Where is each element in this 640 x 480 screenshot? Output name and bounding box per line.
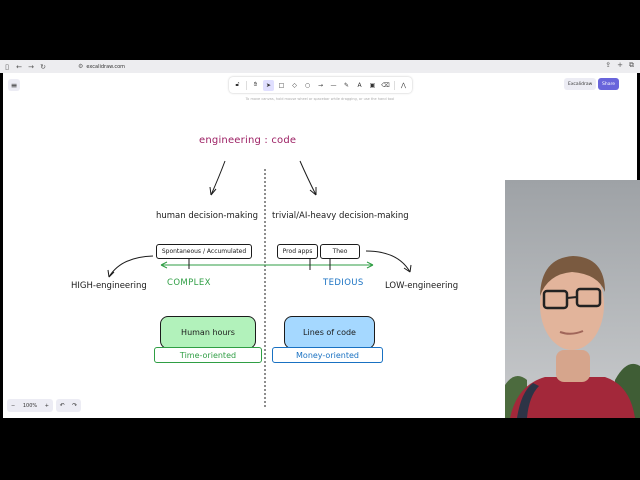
image-icon[interactable]: ▣ — [369, 81, 376, 89]
url-text: excalidraw.com — [86, 63, 126, 70]
reload-icon[interactable]: ↻ — [40, 62, 46, 71]
spontaneous-label: Spontaneous / Accumulated — [161, 248, 247, 255]
zoom-in-button[interactable]: + — [44, 402, 49, 409]
text-icon[interactable]: A — [357, 81, 362, 89]
presenter-shirt — [510, 377, 635, 418]
back-icon[interactable]: ← — [16, 62, 22, 71]
arrow-to-low — [365, 250, 411, 273]
presenter-face — [540, 260, 604, 350]
arrowhead-to-low — [403, 264, 412, 273]
browser-actions: ⇪ + ⧉ — [605, 61, 634, 70]
zoom-level[interactable]: 100% — [22, 402, 38, 409]
address-bar[interactable]: ⚙ excalidraw.com — [78, 62, 558, 71]
main-menu-button[interactable]: ≡ — [8, 79, 20, 91]
forward-icon[interactable]: → — [28, 62, 34, 71]
left-heading[interactable]: human decision-making — [156, 211, 259, 221]
ellipse-icon[interactable]: ○ — [304, 81, 311, 89]
zoom-out-button[interactable]: − — [11, 402, 16, 409]
lines-of-code-label: Lines of code — [303, 328, 356, 337]
share-page-icon[interactable]: ⇪ — [605, 61, 612, 69]
undo-icon[interactable]: ↶ — [59, 402, 65, 409]
lock-icon[interactable]: 🔓︎ — [235, 81, 240, 88]
arrowhead-title-left — [209, 186, 217, 196]
right-heading[interactable]: trivial/AI-heavy decision-making — [272, 211, 409, 221]
human-hours-label: Human hours — [181, 328, 235, 337]
tedious-label[interactable]: TEDIOUS — [323, 278, 364, 288]
eraser-icon[interactable]: ⌫ — [381, 81, 390, 89]
library-button[interactable]: Excalidraw — [564, 78, 597, 90]
line-icon[interactable]: — — [330, 81, 337, 89]
share-button[interactable]: Share — [598, 78, 619, 90]
pointer-icon[interactable]: ➤ — [263, 79, 274, 91]
undo-redo-controls: ↶ ↷ — [56, 399, 81, 412]
arrow-to-high — [108, 255, 154, 278]
arrowhead-title-right — [309, 187, 317, 196]
shape-toolbar: 🔓︎ ✋︎ ➤ □ ◇ ○ → — ✎ A ▣ ⌫ ⋀ — [229, 77, 412, 93]
high-engineering-label[interactable]: HIGH-engineering — [71, 281, 147, 291]
theo-label: Theo — [332, 248, 348, 255]
browser-toolbar: ▯ ← → ↻ — [0, 60, 640, 73]
money-oriented-box[interactable]: Money-oriented — [272, 347, 383, 363]
pencil-icon[interactable]: ✎ — [343, 81, 350, 89]
hamburger-icon: ≡ — [10, 80, 18, 90]
diagram-title[interactable]: engineering : code — [199, 135, 297, 146]
arrow-icon[interactable]: → — [317, 81, 324, 89]
zoom-controls: − 100% + — [7, 399, 53, 412]
human-hours-box[interactable]: Human hours — [160, 316, 256, 349]
more-tools-icon[interactable]: ⋀ — [401, 81, 406, 89]
spectrum-right-head — [366, 261, 374, 269]
hand-icon[interactable]: ✋︎ — [253, 81, 258, 88]
spectrum-left-head — [160, 261, 168, 269]
prod-apps-label: Prod apps — [282, 248, 313, 255]
glasses-bridge — [566, 296, 578, 299]
time-oriented-label: Time-oriented — [179, 350, 237, 360]
presenter-mouth — [559, 330, 584, 335]
presenter-neck — [556, 350, 590, 382]
webcam-overlay — [505, 180, 640, 418]
arrowhead-to-high — [107, 269, 115, 278]
diamond-icon[interactable]: ◇ — [292, 81, 297, 89]
time-oriented-box[interactable]: Time-oriented — [154, 347, 262, 363]
drawing-strokes — [107, 160, 412, 408]
spontaneous-box[interactable]: Spontaneous / Accumulated — [156, 244, 252, 259]
arrow-title-left — [210, 160, 226, 196]
site-info-icon[interactable]: ⚙ — [78, 63, 84, 70]
money-oriented-label: Money-oriented — [296, 350, 359, 360]
toolbar-divider — [394, 80, 395, 90]
new-tab-icon[interactable]: + — [617, 61, 623, 69]
low-engineering-label[interactable]: LOW-engineering — [385, 281, 459, 291]
redo-icon[interactable]: ↷ — [72, 402, 78, 409]
toolbar-divider — [246, 80, 247, 90]
arrow-title-right — [299, 160, 317, 196]
lines-of-code-box[interactable]: Lines of code — [284, 316, 375, 349]
canvas-hint: To move canvas, hold mouse wheel or spac… — [245, 97, 395, 101]
presenter-video-frame — [505, 180, 640, 418]
prod-apps-box[interactable]: Prod apps — [277, 244, 318, 259]
theo-box[interactable]: Theo — [320, 244, 360, 259]
rectangle-icon[interactable]: □ — [278, 81, 285, 89]
backpack-strap — [517, 383, 539, 418]
tabs-overview-icon[interactable]: ⧉ — [629, 61, 634, 69]
sidebar-icon[interactable]: ▯ — [5, 62, 9, 71]
presenter-hair — [540, 256, 605, 296]
glasses-left-lens — [542, 289, 569, 310]
complex-label[interactable]: COMPLEX — [167, 278, 211, 288]
